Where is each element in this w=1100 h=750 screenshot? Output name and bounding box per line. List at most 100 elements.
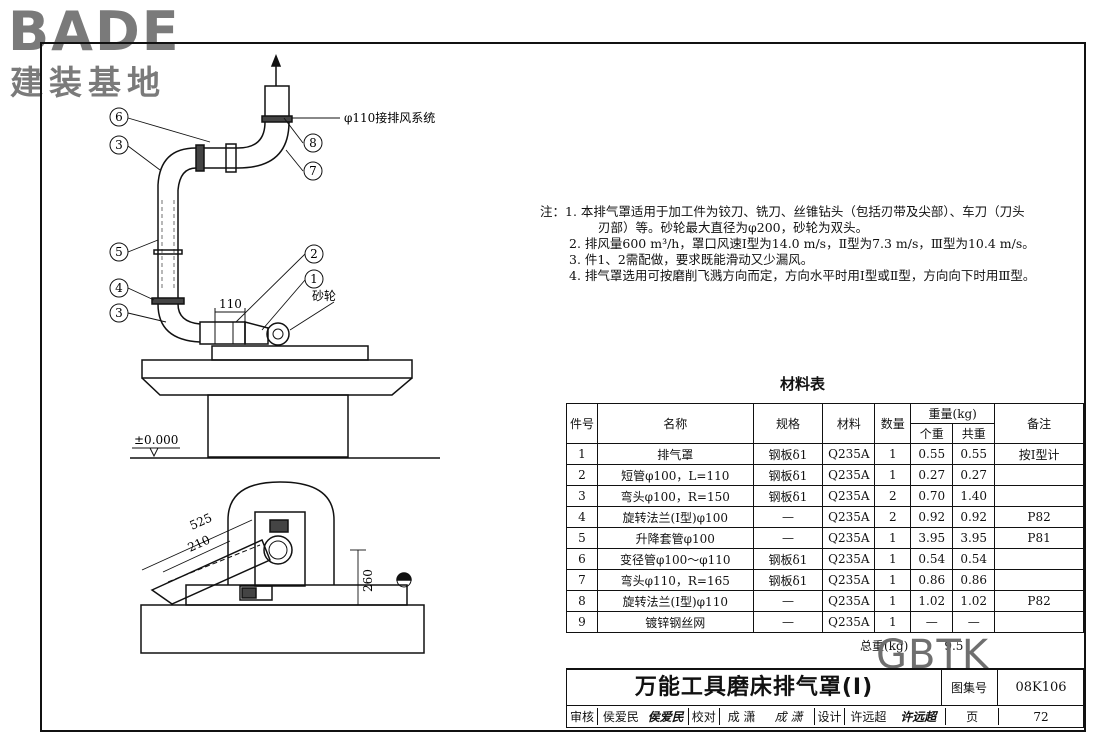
header-qty: 数量 bbox=[874, 403, 912, 444]
gbtk-watermark: GBTK bbox=[876, 632, 990, 678]
plan-pipe-circle bbox=[263, 535, 293, 565]
check-label: 校对 bbox=[689, 708, 720, 725]
table-cell: 6 bbox=[566, 548, 598, 570]
callout-1: 1 bbox=[304, 269, 324, 289]
table-cell: 钢板δ1 bbox=[752, 569, 824, 591]
callout-7: 7 bbox=[303, 161, 323, 181]
table-cell: 0.86 bbox=[910, 569, 954, 591]
svg-text:3: 3 bbox=[115, 138, 123, 152]
table-cell bbox=[994, 611, 1084, 633]
table-cell bbox=[994, 569, 1084, 591]
table-cell: — bbox=[752, 611, 824, 633]
header-name: 名称 bbox=[596, 403, 754, 444]
table-cell: 0.54 bbox=[910, 548, 954, 570]
page-number: 72 bbox=[1033, 709, 1049, 724]
table-cell bbox=[994, 485, 1084, 507]
note-line: 刃部）等。砂轮最大直径为φ200，砂轮为双头。 bbox=[598, 220, 869, 235]
header-no: 件号 bbox=[566, 403, 598, 444]
header-weight: 重量(kg) bbox=[910, 403, 996, 424]
callout-8: 8 bbox=[303, 133, 323, 153]
table-cell: Q235A bbox=[822, 590, 876, 612]
table-cell: — bbox=[910, 611, 954, 633]
machine-table-base bbox=[141, 377, 413, 396]
exhaust-system-label: φ110接排风系统 bbox=[344, 110, 435, 125]
svg-text:6: 6 bbox=[115, 110, 123, 124]
elbow-3-bottom-outer bbox=[157, 303, 201, 343]
dim-210-line bbox=[162, 540, 231, 573]
table-cell: 1 bbox=[874, 443, 912, 465]
table-cell: 按Ⅰ型计 bbox=[994, 443, 1084, 465]
table-cell: 1 bbox=[874, 548, 912, 570]
table-cell: Q235A bbox=[822, 506, 876, 528]
flange-4 bbox=[151, 297, 185, 305]
note-line: 4. 排气罩选用可按磨削飞溅方向而定，方向水平时用Ⅰ型或Ⅱ型，方向向下时用Ⅲ型。 bbox=[569, 268, 1036, 283]
flange-8 bbox=[261, 115, 293, 123]
callout-circles: 6 3 5 4 3 2 1 8 7 bbox=[109, 107, 324, 323]
callout-6: 6 bbox=[109, 107, 129, 127]
reviewer-name: 侯爱民 bbox=[602, 710, 639, 724]
header-total-weight: 共重 bbox=[952, 423, 996, 444]
plan-table bbox=[140, 604, 425, 654]
table-cell: 5 bbox=[566, 527, 598, 549]
callout-3-bottom: 3 bbox=[109, 303, 129, 323]
table-cell: 3.95 bbox=[910, 527, 954, 549]
table-cell: 1.02 bbox=[910, 590, 954, 612]
material-table-title: 材料表 bbox=[780, 375, 826, 393]
header-material: 材料 bbox=[822, 403, 876, 444]
drawing-frame bbox=[40, 42, 1086, 732]
elbow-3-top-outer bbox=[157, 147, 197, 186]
design-label: 设计 bbox=[815, 708, 846, 725]
elbow-3-top-inner bbox=[177, 167, 197, 191]
table-cell: 弯头φ100，R=150 bbox=[596, 485, 754, 507]
table-cell: 0.70 bbox=[910, 485, 954, 507]
table-cell: Q235A bbox=[822, 548, 876, 570]
elbow-7-inner bbox=[200, 121, 290, 169]
table-cell: 钢板δ1 bbox=[752, 548, 824, 570]
header-remark: 备注 bbox=[994, 403, 1084, 444]
hood-1 bbox=[244, 321, 269, 345]
grinding-wheel-label: 砂轮 bbox=[312, 289, 336, 303]
note-line: 2. 排风量600 m³/h，罩口风速Ⅰ型为14.0 m/s，Ⅱ型为7.3 m/… bbox=[569, 236, 1035, 251]
table-cell: Q235A bbox=[822, 443, 876, 465]
table-cell: P82 bbox=[994, 506, 1084, 528]
dim-260-label: 260 bbox=[361, 569, 375, 592]
grinding-wheel bbox=[266, 322, 290, 346]
flange-6 bbox=[195, 144, 205, 172]
total-weight-label: 总重(kg)9.5 bbox=[860, 639, 964, 653]
plan-view bbox=[140, 481, 425, 654]
table-cell: 钢板δ1 bbox=[752, 485, 824, 507]
table-cell: 0.92 bbox=[910, 506, 954, 528]
note-line: 注：1. 本排气罩适用于加工件为铰刀、铣刀、丝锥钻头（包括刃带及尖部）、车刀（刀… bbox=[540, 204, 1025, 219]
table-cell: 1 bbox=[874, 569, 912, 591]
table-cell: 旋转法兰(Ⅰ型)φ100 bbox=[596, 506, 754, 528]
table-cell: 1 bbox=[874, 464, 912, 486]
bade-logo: BADE 建装基地 bbox=[8, 2, 218, 102]
table-cell: Q235A bbox=[822, 569, 876, 591]
table-cell: Q235A bbox=[822, 485, 876, 507]
designer-signature: 许远超 bbox=[891, 708, 947, 725]
wheel-hub bbox=[272, 328, 284, 340]
header-spec: 规格 bbox=[752, 403, 824, 444]
table-cell: 短管φ100，L=110 bbox=[596, 464, 754, 486]
review-label: 审核 bbox=[567, 708, 598, 725]
logo-latin-text: BADE bbox=[8, 0, 181, 63]
table-cell: 1.02 bbox=[952, 590, 996, 612]
table-cell: 弯头φ110，R=165 bbox=[596, 569, 754, 591]
table-cell: 变径管φ100～φ110 bbox=[596, 548, 754, 570]
checker-name: 成 潇 bbox=[727, 710, 756, 724]
table-cell: 0.86 bbox=[952, 569, 996, 591]
table-cell: 4 bbox=[566, 506, 598, 528]
plan-hood-arm bbox=[150, 538, 271, 605]
callout-5: 5 bbox=[109, 242, 129, 262]
svg-text:7: 7 bbox=[309, 164, 317, 178]
table-cell: 1 bbox=[566, 443, 598, 465]
table-cell: 1 bbox=[874, 527, 912, 549]
plan-spindle-cap bbox=[269, 519, 289, 533]
